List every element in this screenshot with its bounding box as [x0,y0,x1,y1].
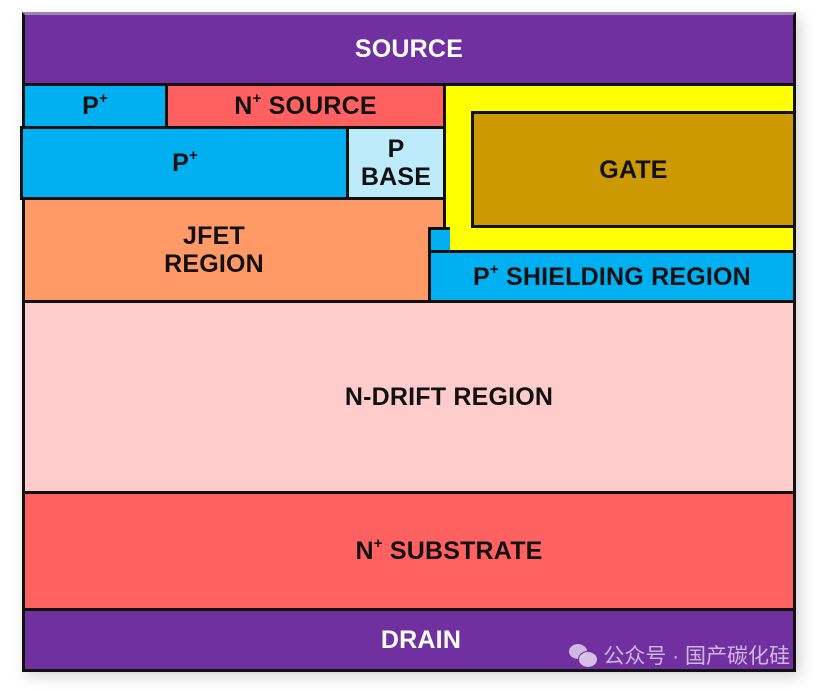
source-label: SOURCE [354,35,464,63]
p-shield-text: P [473,262,490,291]
drain-layer: DRAIN [22,608,796,672]
watermark-text: 公众号 · 国产碳化硅 [603,645,790,668]
n-substrate-sup: + [373,534,383,552]
watermark: 公众号 · 国产碳化硅 [569,640,790,670]
jfet-line2: REGION [164,250,264,278]
jfet-line1: JFET [183,222,245,250]
p-plus-contact-top: P+ [22,83,168,129]
gate-electrode: GATE [471,111,796,228]
n-drift-label: N-DRIFT REGION [344,383,554,411]
p-plus-mid-sup: + [188,146,198,164]
n-substrate-label: N+ SUBSTRATE [355,534,543,565]
p-base-line2: BASE [360,163,432,191]
p-plus-mid-label: P+ [172,146,198,177]
jfet-region: JFET REGION [22,197,446,303]
n-substrate-text: N [355,537,374,565]
p-plus-mid-text: P [172,149,189,177]
p-base: P BASE [346,126,446,200]
p-plus-top-text: P [82,92,99,120]
p-shield-notch-fill [431,253,451,300]
wechat-icon [569,644,599,668]
p-shield-sup: + [489,260,499,278]
p-shield-label: P+ SHIELDING REGION [473,260,751,291]
n-plus-source-text: N [234,92,253,120]
n-substrate-suffix: SUBSTRATE [382,537,543,565]
source-layer: SOURCE [22,12,796,86]
p-shielding-region: P+ SHIELDING REGION [428,250,796,303]
n-drift-region: N-DRIFT REGION [22,300,796,494]
p-plus-top-sup: + [98,89,108,107]
p-plus-top-label: P+ [82,89,108,120]
p-base-line1: P [387,135,405,163]
n-plus-source-sup: + [252,89,262,107]
n-plus-substrate: N+ SUBSTRATE [22,491,796,611]
p-shield-suffix: SHIELDING REGION [498,262,751,291]
gate-label: GATE [599,155,668,184]
p-plus-well: P+ [20,126,350,200]
n-plus-source: N+ SOURCE [165,83,446,129]
n-plus-source-suffix: SOURCE [261,92,377,120]
n-plus-source-label: N+ SOURCE [234,89,377,120]
drain-label: DRAIN [380,626,462,654]
